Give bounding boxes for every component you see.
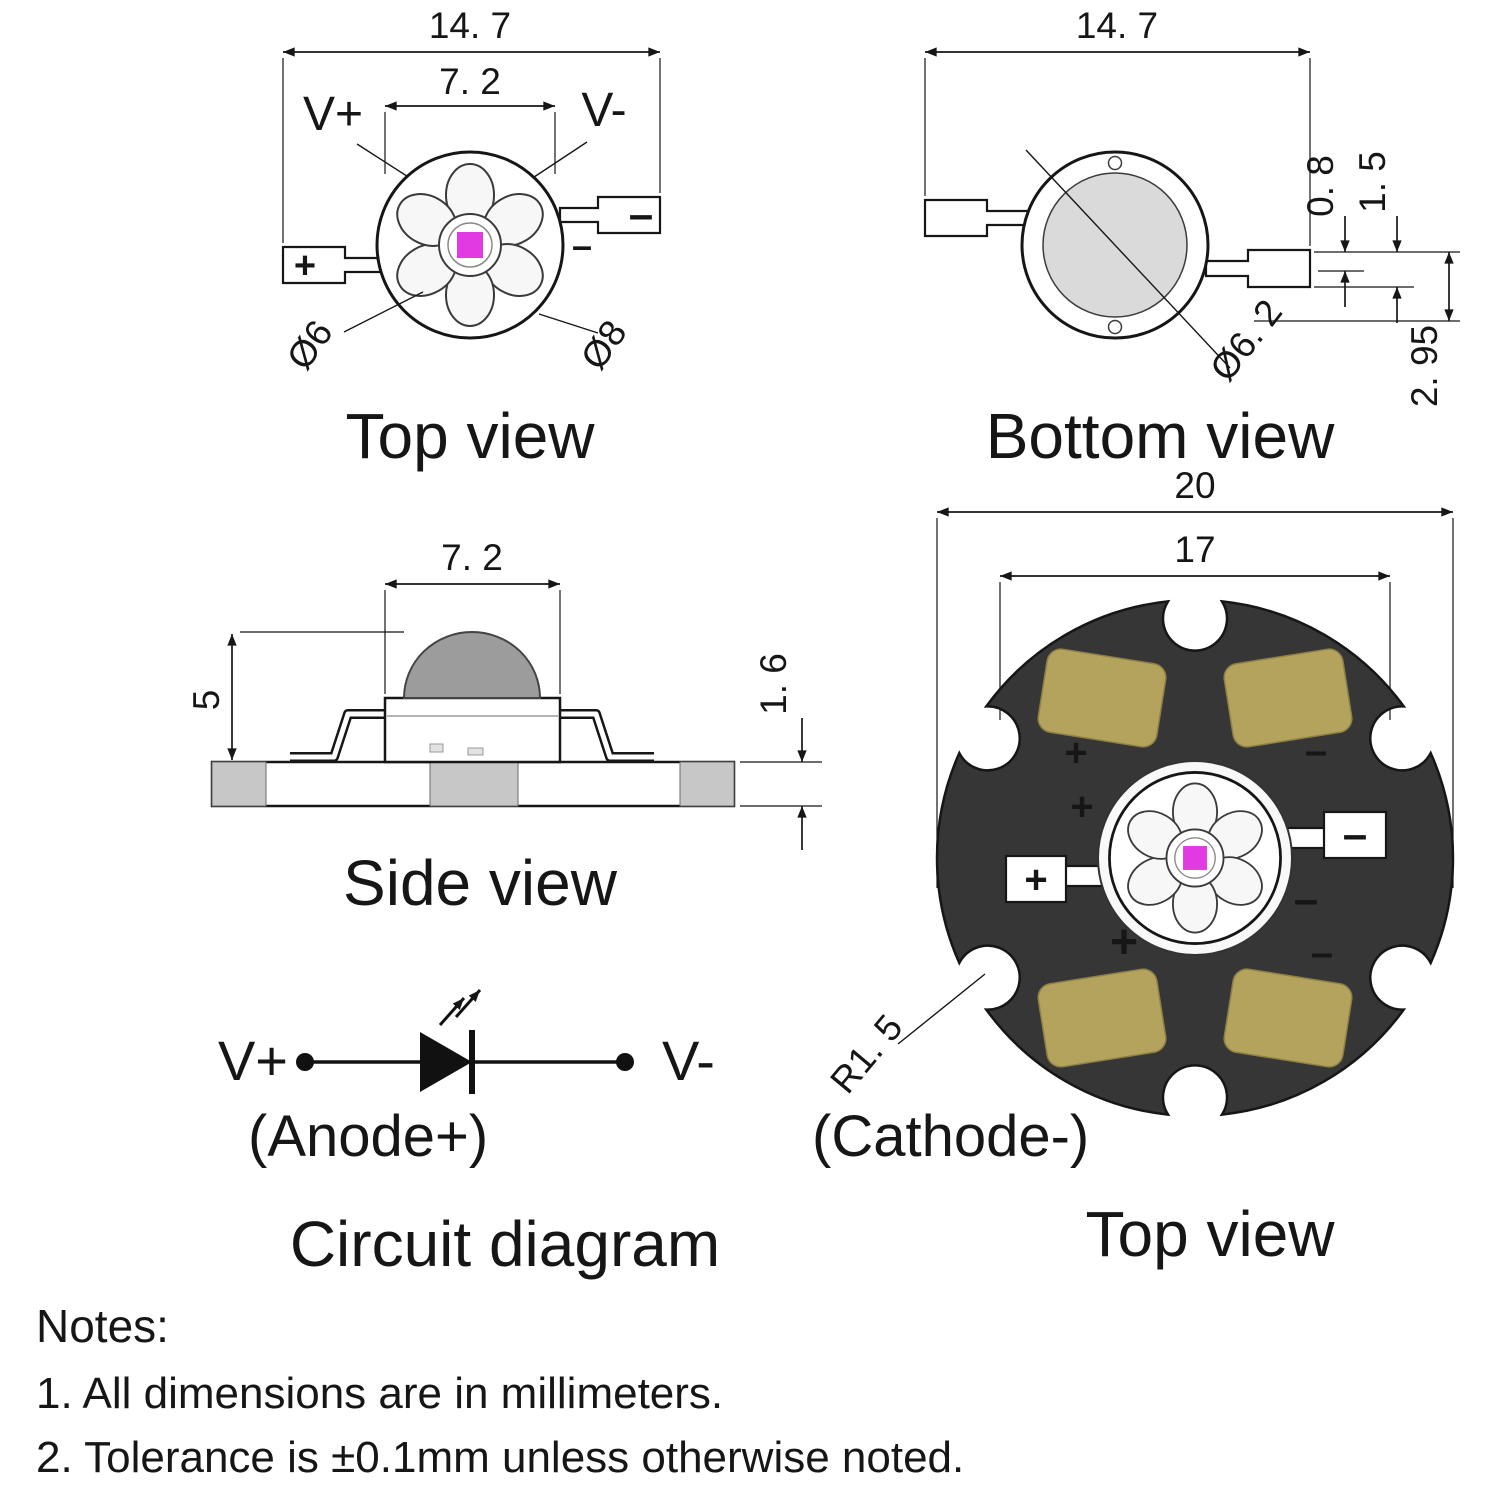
lead-offset-label: 2. 95 — [1404, 325, 1445, 407]
mold-mark — [467, 747, 484, 756]
circuit-v-minus-label: V- — [662, 1029, 715, 1092]
terminal-dot-cathode — [616, 1053, 634, 1071]
star-overall-label: 20 — [1174, 465, 1215, 506]
view-side: 7. 2 5 1. 6 Side view — [186, 537, 822, 919]
base-pad — [429, 761, 519, 807]
notes-line-2: 2. Tolerance is ±0.1mm unless otherwise … — [36, 1433, 964, 1482]
star-view-caption: Top view — [1086, 1198, 1336, 1270]
view-bottom: 14. 7 Ø6. 2 0. 8 1. 5 2. 95 Bottom view — [923, 5, 1460, 472]
cathode-lead — [1204, 248, 1312, 289]
lead-thickness-label: 0. 8 — [1300, 155, 1341, 217]
alignment-hole — [1107, 319, 1123, 335]
lead-wire-right-fill — [554, 711, 654, 760]
diameter-outer-label: Ø8 — [573, 313, 635, 377]
silk-plus-mark: + — [1064, 731, 1087, 775]
side-view-caption: Side view — [343, 847, 618, 919]
cathode-label: (Cathode-) — [812, 1104, 1089, 1169]
polarity-minus-mark: – — [1294, 875, 1318, 924]
leader-line — [897, 973, 986, 1045]
lens-dome — [402, 631, 542, 699]
circuit-caption: Circuit diagram — [290, 1208, 720, 1280]
cathode-mark-small: – — [572, 225, 592, 266]
anode-mark: + — [294, 245, 316, 287]
silk-plus-mark: + — [1070, 785, 1093, 829]
solder-pad — [1223, 968, 1353, 1068]
extension-lines — [240, 590, 822, 807]
bottom-view-caption: Bottom view — [986, 400, 1335, 472]
emission-arrow — [454, 989, 482, 1018]
lead-wire-left-fill — [290, 711, 390, 760]
leader-line — [343, 291, 424, 333]
silk-minus-mark: – — [1305, 729, 1327, 773]
extension-lines — [282, 58, 661, 243]
height-label: 5 — [186, 690, 227, 711]
dim-overall-label: 14. 7 — [429, 5, 511, 46]
anode-lead — [923, 198, 1030, 238]
circuit-v-plus-label: V+ — [218, 1029, 288, 1092]
view-top: 14. 7 7. 2 V+ V- + – – Ø6 Ø8 Top view — [279, 5, 662, 472]
lead-width-label: 1. 5 — [1352, 151, 1393, 213]
cathode-tab-mark: – — [1343, 810, 1367, 859]
base-pad — [211, 761, 267, 807]
top-view-caption: Top view — [346, 400, 596, 472]
anode-tab — [1004, 854, 1068, 904]
dim-inner-label: 7. 2 — [439, 61, 501, 102]
notes-block: Notes: 1. All dimensions are in millimet… — [36, 1300, 964, 1482]
led-triangle-symbol — [420, 1032, 472, 1092]
notes-title: Notes: — [36, 1300, 169, 1352]
slug-diameter-label: Ø6. 2 — [1202, 292, 1290, 389]
v-plus-label: V+ — [303, 88, 363, 141]
solder-pad — [1037, 968, 1167, 1068]
alignment-hole — [1107, 155, 1123, 171]
mold-mark — [429, 743, 444, 753]
emission-arrow — [438, 997, 466, 1026]
solder-pad — [1037, 648, 1167, 748]
cathode-mark: – — [629, 190, 653, 239]
polarity-plus-mark: + — [1110, 916, 1138, 969]
view-star: 20 17 + – + + – – + – R1. 5 Top view — [822, 465, 1455, 1270]
base-pad — [679, 761, 735, 807]
notes-line-1: 1. All dimensions are in millimeters. — [36, 1369, 723, 1418]
view-circuit: V+ V- (Anode+) (Cathode-) Circuit diagra… — [218, 989, 1089, 1280]
v-minus-label: V- — [581, 84, 626, 137]
anode-label: (Anode+) — [248, 1104, 488, 1169]
anode-tab-mark: + — [1024, 858, 1047, 902]
led-package-top — [375, 150, 565, 340]
notch-radius-label: R1. 5 — [822, 1007, 910, 1101]
diameter-inner-label: Ø6 — [279, 313, 341, 377]
dim-overall-label: 14. 7 — [1076, 5, 1158, 46]
base-thickness-label: 1. 6 — [753, 653, 794, 715]
body-width-label: 7. 2 — [441, 537, 503, 578]
silk-minus-mark: – — [1311, 931, 1333, 975]
diameter-leader-line — [1025, 149, 1231, 369]
cathode-tab — [1322, 810, 1388, 860]
leader-line — [538, 313, 599, 334]
star-flats-label: 17 — [1174, 529, 1215, 570]
solder-pad — [1223, 648, 1353, 748]
